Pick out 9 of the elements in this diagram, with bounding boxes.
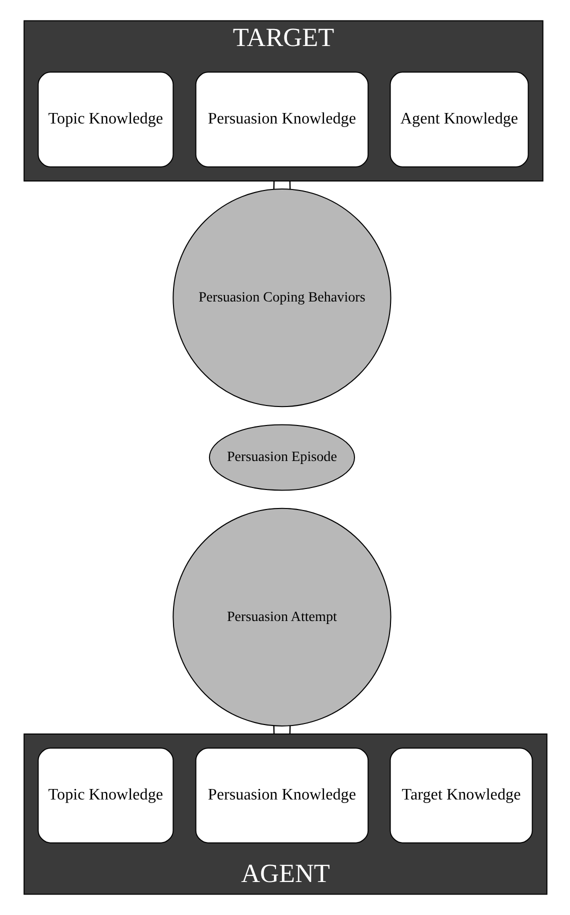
- node-box: Agent Knowledge: [389, 72, 528, 168]
- node-box: Persuasion Knowledge: [194, 748, 368, 844]
- node-circle: Persuasion Attempt: [172, 508, 391, 726]
- node-box: Target Knowledge: [389, 748, 532, 844]
- node-box: Topic Knowledge: [37, 72, 174, 168]
- node-box: Topic Knowledge: [37, 748, 174, 844]
- node-circle: Persuasion Coping Behaviors: [172, 188, 391, 408]
- node-box: Persuasion Knowledge: [194, 72, 368, 168]
- node-ellipse: Persuasion Episode: [208, 424, 354, 491]
